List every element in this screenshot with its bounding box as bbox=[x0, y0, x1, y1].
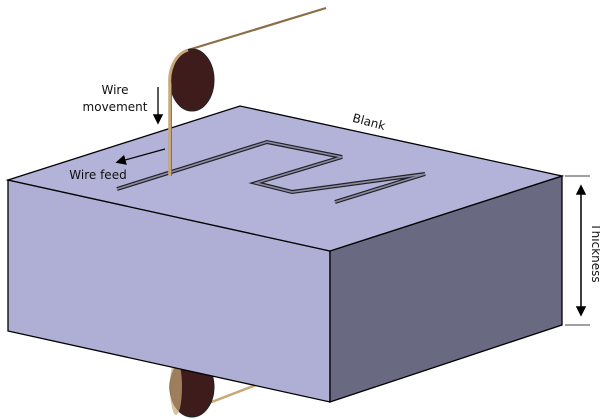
wire-movement-label-line1: Wire bbox=[102, 83, 129, 97]
wire-feed-arrow bbox=[115, 148, 166, 165]
thickness-dimension bbox=[565, 175, 590, 326]
top-face bbox=[5, 105, 565, 252]
upper-pulley bbox=[168, 6, 327, 176]
blank-block bbox=[5, 105, 565, 403]
wire-movement-label-line2: movement bbox=[83, 100, 148, 114]
blank-label: Blank bbox=[351, 111, 387, 133]
wire-feed-label: Wire feed bbox=[69, 168, 126, 182]
thickness-label: Thickness bbox=[589, 222, 600, 282]
upper-wire bbox=[187, 6, 327, 52]
